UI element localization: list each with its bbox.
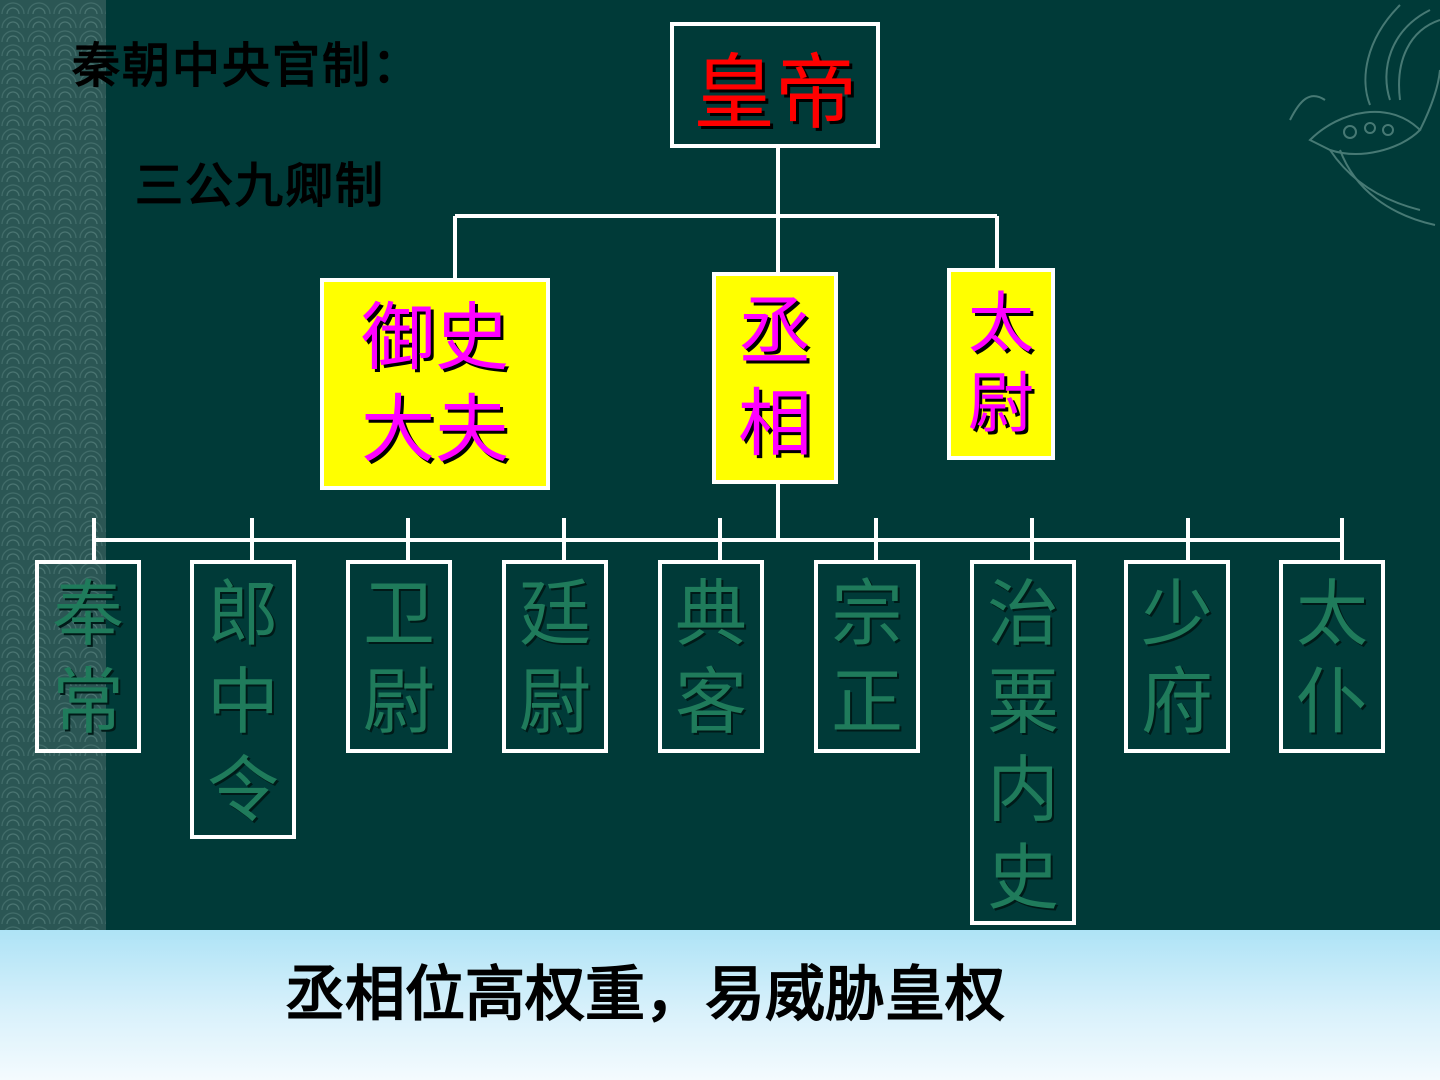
emperor-box: 皇帝 bbox=[670, 22, 880, 148]
commandant-label-line2: 尉 bbox=[968, 365, 1034, 442]
commandant-box: 太 尉 bbox=[947, 268, 1055, 460]
qing-box-taipu: 太 仆 bbox=[1279, 560, 1385, 753]
phoenix-ornament-icon bbox=[1289, 4, 1440, 226]
chancellor-box: 丞 相 bbox=[712, 272, 838, 484]
commandant-label-line1: 太 bbox=[968, 285, 1034, 362]
footer-conclusion-text: 丞相位高权重，易威胁皇权 bbox=[285, 960, 1005, 1030]
qing-label: 常 bbox=[51, 660, 124, 744]
qing-label: 史 bbox=[986, 836, 1059, 920]
censor-label-line1: 御史 bbox=[361, 295, 509, 381]
qing-box-shaofu: 少 府 bbox=[1124, 560, 1230, 753]
qing-box-tingwei: 廷 尉 bbox=[502, 560, 608, 753]
qing-label: 令 bbox=[206, 748, 279, 832]
qing-label: 治 bbox=[986, 572, 1059, 656]
chancellor-label-line2: 相 bbox=[738, 381, 812, 467]
qing-label: 中 bbox=[206, 660, 279, 744]
qing-label: 卫 bbox=[362, 572, 435, 656]
qing-label: 客 bbox=[674, 660, 747, 744]
qing-label: 府 bbox=[1140, 660, 1213, 744]
qing-label: 尉 bbox=[518, 660, 591, 744]
qing-box-dianke: 典 客 bbox=[658, 560, 764, 753]
qing-label: 奉 bbox=[51, 572, 124, 656]
qing-label: 少 bbox=[1140, 572, 1213, 656]
qing-box-langzhongling: 郎 中 令 bbox=[190, 560, 296, 839]
footer-banner bbox=[0, 930, 1440, 1080]
qing-label: 郎 bbox=[206, 572, 279, 656]
emperor-label: 皇帝 bbox=[692, 45, 857, 141]
chancellor-label-line1: 丞 bbox=[738, 289, 812, 375]
qing-label: 典 bbox=[674, 572, 747, 656]
qing-box-zhisuneishi: 治 粟 内 史 bbox=[970, 560, 1076, 925]
qing-label: 粟 bbox=[986, 660, 1059, 744]
qing-label: 廷 bbox=[518, 572, 591, 656]
heading-subtitle: 三公九卿制 bbox=[135, 158, 386, 214]
qing-box-fengchang: 奉 常 bbox=[35, 560, 141, 753]
censor-box: 御史 大夫 bbox=[320, 278, 550, 490]
qing-label: 仆 bbox=[1295, 660, 1368, 744]
heading-title: 秦朝中央官制： bbox=[72, 38, 423, 94]
qing-label: 正 bbox=[830, 660, 903, 744]
qing-label: 宗 bbox=[830, 572, 903, 656]
qing-label: 太 bbox=[1295, 572, 1368, 656]
decorative-wave-stripe bbox=[0, 0, 106, 930]
qing-box-zongzheng: 宗 正 bbox=[814, 560, 920, 753]
qing-box-weiwei: 卫 尉 bbox=[346, 560, 452, 753]
censor-label-line2: 大夫 bbox=[361, 387, 509, 473]
qing-label: 尉 bbox=[362, 660, 435, 744]
qing-label: 内 bbox=[986, 748, 1059, 832]
